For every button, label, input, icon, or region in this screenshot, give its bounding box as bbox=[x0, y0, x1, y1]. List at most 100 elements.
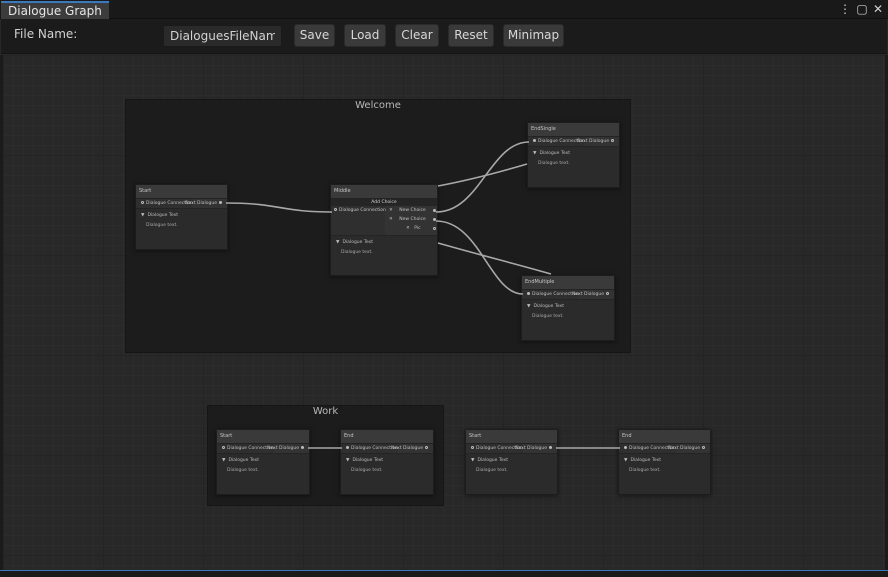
node-ports: Dialogue Connection Next Dialogue bbox=[522, 289, 614, 300]
node-body: ▼Dialogue Text Dialogue text. bbox=[217, 453, 309, 494]
fold-arrow-icon[interactable]: ▼ bbox=[336, 240, 340, 245]
dialogue-text-field[interactable]: Dialogue text. bbox=[341, 250, 373, 255]
output-port[interactable]: Next Dialogue bbox=[572, 290, 614, 300]
output-port[interactable]: Next Dialogue bbox=[391, 444, 433, 454]
dialogue-text-field[interactable]: Dialogue text. bbox=[227, 468, 259, 473]
add-choice-button[interactable]: Add Choice bbox=[331, 198, 437, 206]
clear-button[interactable]: Clear bbox=[395, 24, 439, 47]
node-title: End bbox=[341, 430, 433, 443]
port-dot-icon[interactable] bbox=[527, 292, 530, 295]
port-dot-icon[interactable] bbox=[549, 446, 552, 449]
remove-choice-icon[interactable]: ✕ bbox=[389, 208, 393, 213]
dialogue-text-field[interactable]: Dialogue text. bbox=[532, 314, 564, 319]
port-dot-icon[interactable] bbox=[425, 446, 428, 449]
reset-button[interactable]: Reset bbox=[448, 24, 494, 47]
port-dot-icon[interactable] bbox=[222, 446, 225, 449]
port-dot-icon[interactable] bbox=[533, 139, 536, 142]
dialogue-text-foldout[interactable]: ▼Dialogue Text bbox=[624, 458, 705, 463]
load-button[interactable]: Load bbox=[344, 24, 386, 47]
dialogue-text-field[interactable]: Dialogue text. bbox=[146, 223, 178, 228]
fold-arrow-icon[interactable]: ▼ bbox=[533, 151, 537, 156]
foldout-label: Dialogue Text bbox=[147, 213, 178, 218]
port-label: Dialogue Connection bbox=[227, 446, 274, 451]
input-port[interactable]: Dialogue Connection bbox=[217, 444, 274, 454]
toolbar: File Name: Save Load Clear Reset Minimap bbox=[1, 19, 887, 54]
dialogue-text-field[interactable]: Dialogue text. bbox=[538, 161, 570, 166]
port-dot-icon[interactable] bbox=[702, 446, 705, 449]
file-name-input[interactable] bbox=[163, 25, 282, 47]
dialogue-text-foldout[interactable]: ▼Dialogue Text bbox=[471, 458, 552, 463]
close-icon[interactable]: ✕ bbox=[872, 2, 884, 16]
remove-choice-icon[interactable]: ✕ bbox=[389, 217, 393, 222]
port-dot-icon[interactable] bbox=[346, 446, 349, 449]
node-end[interactable]: End Dialogue Connection Next Dialogue ▼D… bbox=[340, 429, 434, 495]
port-dot-icon[interactable] bbox=[141, 201, 144, 204]
port-dot-icon[interactable] bbox=[433, 227, 436, 230]
dialogue-text-foldout[interactable]: ▼Dialogue Text bbox=[527, 304, 609, 309]
choice-row[interactable]: ✕ New Choice bbox=[387, 206, 439, 215]
fold-arrow-icon[interactable]: ▼ bbox=[141, 213, 145, 218]
dialogue-text-foldout[interactable]: ▼Dialogue Text bbox=[141, 213, 222, 218]
output-port[interactable]: Next Dialogue bbox=[267, 444, 309, 454]
fold-arrow-icon[interactable]: ▼ bbox=[624, 458, 628, 463]
frame-left bbox=[0, 55, 3, 570]
output-port[interactable]: Next Dialogue bbox=[185, 199, 227, 209]
input-port[interactable]: Dialogue Connection bbox=[522, 290, 579, 300]
fold-arrow-icon[interactable]: ▼ bbox=[471, 458, 475, 463]
menu-kebab-icon[interactable]: ⋮ bbox=[839, 2, 851, 16]
input-port[interactable]: Dialogue Connection bbox=[528, 137, 585, 147]
choice-label: Pic bbox=[414, 226, 421, 231]
node-start[interactable]: Start Dialogue Connection Next Dialogue … bbox=[216, 429, 310, 495]
port-dot-icon[interactable] bbox=[611, 139, 614, 142]
input-port[interactable]: Dialogue Connection bbox=[331, 206, 386, 235]
group-title[interactable]: Welcome bbox=[355, 100, 401, 111]
dialogue-text-foldout[interactable]: ▼Dialogue Text bbox=[222, 458, 304, 463]
foldout-label: Dialogue Text bbox=[539, 151, 570, 156]
maximize-icon[interactable]: ▢ bbox=[856, 2, 868, 16]
fold-arrow-icon[interactable]: ▼ bbox=[346, 458, 350, 463]
choice-row[interactable]: ✕ New Choice bbox=[387, 215, 439, 224]
port-label: Next Dialogue bbox=[267, 446, 299, 451]
output-port[interactable]: Next Dialogue bbox=[515, 444, 557, 454]
dialogue-text-foldout[interactable]: ▼Dialogue Text bbox=[336, 240, 432, 245]
fold-arrow-icon[interactable]: ▼ bbox=[222, 458, 226, 463]
node-end[interactable]: End Dialogue Connection Next Dialogue ▼D… bbox=[618, 429, 711, 495]
fold-arrow-icon[interactable]: ▼ bbox=[527, 304, 531, 309]
port-dot-icon[interactable] bbox=[219, 201, 222, 204]
port-dot-icon[interactable] bbox=[471, 446, 474, 449]
input-port[interactable]: Dialogue Connection bbox=[136, 199, 193, 209]
port-dot-icon[interactable] bbox=[301, 446, 304, 449]
node-end-single[interactable]: EndSingle Dialogue Connection Next Dialo… bbox=[527, 122, 620, 188]
port-dot-icon[interactable] bbox=[433, 218, 436, 221]
port-label: Dialogue Connection bbox=[629, 446, 676, 451]
minimap-button[interactable]: Minimap bbox=[503, 24, 564, 47]
input-port[interactable]: Dialogue Connection bbox=[619, 444, 676, 454]
port-dot-icon[interactable] bbox=[624, 446, 627, 449]
dialogue-text-field[interactable]: Dialogue text. bbox=[476, 468, 508, 473]
dialogue-text-foldout[interactable]: ▼Dialogue Text bbox=[533, 151, 614, 156]
port-label: Next Dialogue bbox=[515, 446, 547, 451]
port-dot-icon[interactable] bbox=[334, 208, 337, 211]
tab-dialogue-graph[interactable]: Dialogue Graph bbox=[1, 1, 109, 19]
frame-bottom bbox=[0, 570, 888, 577]
node-ports: Dialogue Connection ✕ New Choice ✕ New C… bbox=[331, 206, 437, 235]
dialogue-text-field[interactable]: Dialogue text. bbox=[629, 468, 661, 473]
node-middle[interactable]: Middle Add Choice Dialogue Connection ✕ … bbox=[330, 184, 438, 276]
remove-choice-icon[interactable]: ✕ bbox=[406, 226, 410, 231]
output-port[interactable]: Next Dialogue bbox=[668, 444, 710, 454]
group-title[interactable]: Work bbox=[312, 406, 339, 417]
port-dot-icon[interactable] bbox=[606, 292, 609, 295]
save-button[interactable]: Save bbox=[294, 24, 335, 47]
dialogue-text-foldout[interactable]: ▼Dialogue Text bbox=[346, 458, 428, 463]
port-label: Dialogue Connection bbox=[538, 139, 585, 144]
input-port[interactable]: Dialogue Connection bbox=[341, 444, 398, 454]
dialogue-text-field[interactable]: Dialogue text. bbox=[351, 468, 383, 473]
choice-row[interactable]: ✕ Pic bbox=[387, 224, 439, 233]
port-dot-icon[interactable] bbox=[433, 209, 436, 212]
node-end-multiple[interactable]: EndMultiple Dialogue Connection Next Dia… bbox=[521, 275, 615, 341]
input-port[interactable]: Dialogue Connection bbox=[466, 444, 523, 454]
node-start[interactable]: Start Dialogue Connection Next Dialogue … bbox=[135, 184, 228, 250]
output-port[interactable]: Next Dialogue bbox=[577, 137, 619, 147]
node-start[interactable]: Start Dialogue Connection Next Dialogue … bbox=[465, 429, 558, 495]
foldout-label: Dialogue Text bbox=[228, 458, 259, 463]
